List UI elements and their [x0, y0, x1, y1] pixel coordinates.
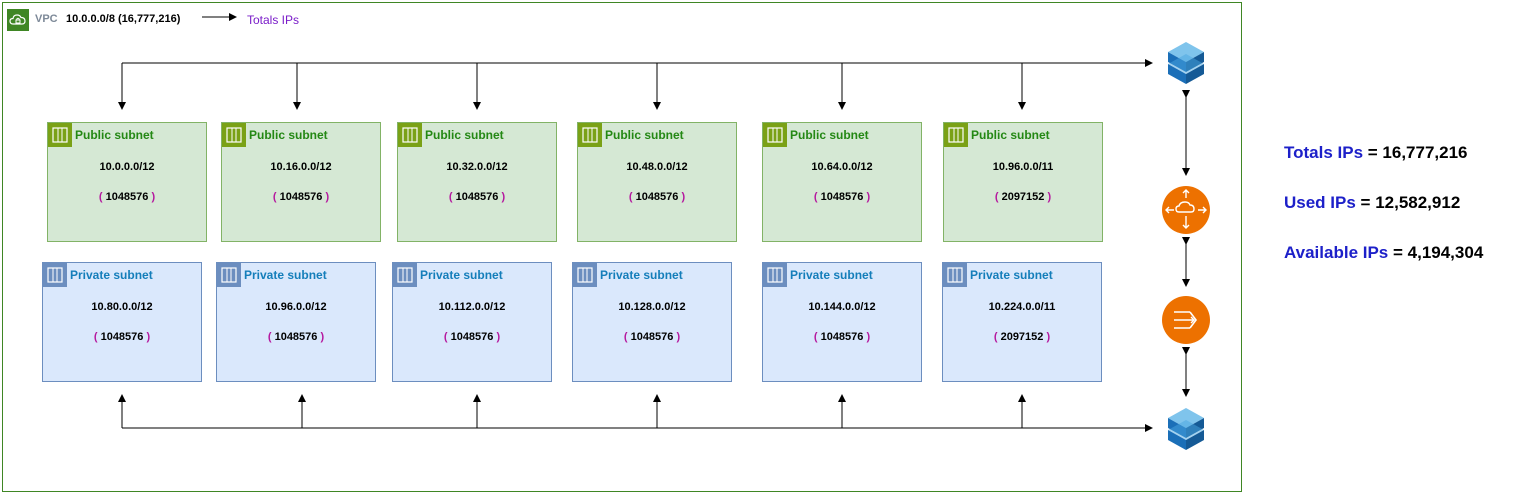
- public-subnet-5: Public subnet 10.64.0.0/12 ( 1048576 ): [762, 122, 922, 242]
- subnet-icon: [944, 123, 968, 147]
- private-subnet-6: Private subnet 10.224.0.0/11 ( 2097152 ): [942, 262, 1102, 382]
- private-subnet-2: Private subnet 10.96.0.0/12 ( 1048576 ): [216, 262, 376, 382]
- private-subnet-5: Private subnet 10.144.0.0/12 ( 1048576 ): [762, 262, 922, 382]
- public-subnet-1: Public subnet 10.0.0.0/12 ( 1048576 ): [47, 122, 207, 242]
- subnet-ip-count: ( 1048576 ): [267, 331, 325, 343]
- subnet-ip-count: ( 1048576 ): [813, 331, 871, 343]
- vpc-cidr: 10.0.0.0/8 (16,777,216): [66, 13, 181, 25]
- used-ips-stat: Used IPs = 12,582,912: [1284, 193, 1461, 212]
- totals-ips-stat: Totals IPs = 16,777,216: [1284, 143, 1468, 162]
- subnet-title: Private subnet: [600, 268, 683, 282]
- subnet-cidr: 10.48.0.0/12: [626, 161, 688, 173]
- subnet-ip-count: ( 1048576 ): [443, 331, 501, 343]
- subnet-title: Private subnet: [244, 268, 327, 282]
- subnet-title: Public subnet: [249, 128, 328, 142]
- subnet-icon: [393, 263, 417, 287]
- subnet-title: Private subnet: [420, 268, 503, 282]
- nat-gateway-icon: [1162, 296, 1210, 344]
- subnet-cidr: 10.96.0.0/12: [265, 301, 327, 313]
- server-stack-icon: [1168, 408, 1204, 450]
- subnet-ip-count: ( 1048576 ): [98, 191, 156, 203]
- subnet-cidr: 10.80.0.0/12: [91, 301, 153, 313]
- subnet-cidr: 10.128.0.0/12: [618, 301, 686, 313]
- cloud-lock-icon: [7, 9, 29, 31]
- private-subnet-3: Private subnet 10.112.0.0/12 ( 1048576 ): [392, 262, 552, 382]
- server-stack-icon: [1168, 42, 1204, 84]
- public-subnet-6: Public subnet 10.96.0.0/11 ( 2097152 ): [943, 122, 1103, 242]
- subnet-icon: [763, 123, 787, 147]
- subnet-title: Private subnet: [70, 268, 153, 282]
- vpc-group: VPC 10.0.0.0/8 (16,777,216) Totals IPs: [2, 2, 1242, 492]
- subnet-cidr: 10.32.0.0/12: [446, 161, 508, 173]
- subnet-icon: [48, 123, 72, 147]
- subnet-icon: [43, 263, 67, 287]
- subnet-icon: [763, 263, 787, 287]
- subnet-cidr: 10.96.0.0/11: [992, 161, 1054, 173]
- subnet-cidr: 10.144.0.0/12: [808, 301, 876, 313]
- subnet-ip-count: ( 1048576 ): [813, 191, 871, 203]
- subnet-ip-count: ( 1048576 ): [623, 331, 681, 343]
- subnet-title: Public subnet: [75, 128, 154, 142]
- subnet-icon: [573, 263, 597, 287]
- vpc-totals-label: Totals IPs: [247, 13, 300, 27]
- public-subnet-3: Public subnet 10.32.0.0/12 ( 1048576 ): [397, 122, 557, 242]
- subnet-icon: [217, 263, 241, 287]
- subnet-cidr: 10.224.0.0/11: [988, 301, 1056, 313]
- subnet-cidr: 10.16.0.0/12: [270, 161, 332, 173]
- private-subnet-1: Private subnet 10.80.0.0/12 ( 1048576 ): [42, 262, 202, 382]
- subnet-title: Private subnet: [790, 268, 873, 282]
- subnet-ip-count: ( 1048576 ): [93, 331, 151, 343]
- subnet-ip-count: ( 1048576 ): [448, 191, 506, 203]
- public-subnet-4: Public subnet 10.48.0.0/12 ( 1048576 ): [577, 122, 737, 242]
- router-icon: [1162, 186, 1210, 234]
- subnet-cidr: 10.112.0.0/12: [438, 301, 506, 313]
- subnet-title: Public subnet: [971, 128, 1050, 142]
- subnet-icon: [578, 123, 602, 147]
- public-subnet-2: Public subnet 10.16.0.0/12 ( 1048576 ): [221, 122, 381, 242]
- subnet-ip-count: ( 1048576 ): [272, 191, 330, 203]
- subnet-cidr: 10.64.0.0/12: [811, 161, 873, 173]
- subnet-ip-count: ( 2097152 ): [993, 331, 1051, 343]
- subnet-title: Public subnet: [605, 128, 684, 142]
- subnet-icon: [398, 123, 422, 147]
- subnet-title: Public subnet: [790, 128, 869, 142]
- subnet-icon: [943, 263, 967, 287]
- subnet-title: Private subnet: [970, 268, 1053, 282]
- private-subnet-4: Private subnet 10.128.0.0/12 ( 1048576 ): [572, 262, 732, 382]
- subnet-ip-count: ( 1048576 ): [628, 191, 686, 203]
- subnet-title: Public subnet: [425, 128, 504, 142]
- subnet-ip-count: ( 2097152 ): [994, 191, 1052, 203]
- subnet-icon: [222, 123, 246, 147]
- subnet-cidr: 10.0.0.0/12: [99, 161, 155, 173]
- vpc-label: VPC: [35, 13, 58, 25]
- available-ips-stat: Available IPs = 4,194,304: [1284, 243, 1484, 262]
